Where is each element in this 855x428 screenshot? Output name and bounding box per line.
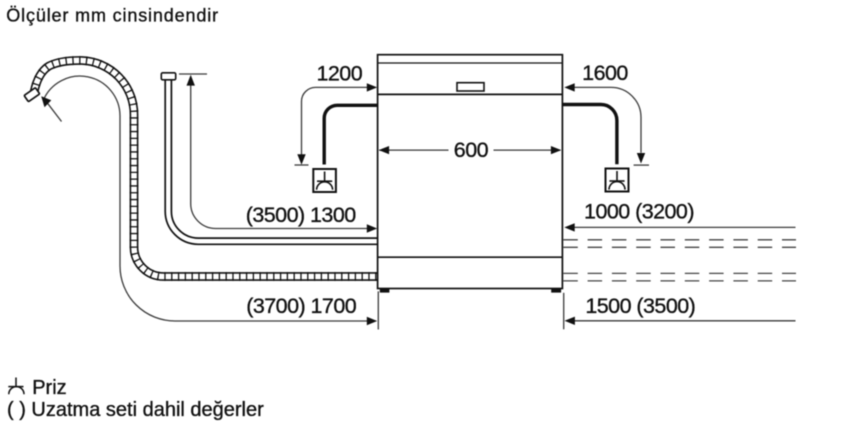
svg-text:1200: 1200 bbox=[316, 61, 362, 85]
svg-text:600: 600 bbox=[454, 138, 489, 162]
svg-text:1000 (3200): 1000 (3200) bbox=[584, 200, 694, 224]
svg-text:(3700) 1700: (3700) 1700 bbox=[246, 294, 356, 318]
svg-text:1600: 1600 bbox=[582, 61, 628, 85]
svg-text:1500 (3500): 1500 (3500) bbox=[585, 294, 695, 318]
svg-text:( ) Uzatma seti dahil değerler: ( ) Uzatma seti dahil değerler bbox=[7, 399, 264, 421]
svg-text:Ölçüler mm cinsindendir: Ölçüler mm cinsindendir bbox=[6, 5, 219, 25]
svg-text:Priz: Priz bbox=[32, 377, 66, 399]
svg-text:(3500) 1300: (3500) 1300 bbox=[246, 203, 356, 227]
